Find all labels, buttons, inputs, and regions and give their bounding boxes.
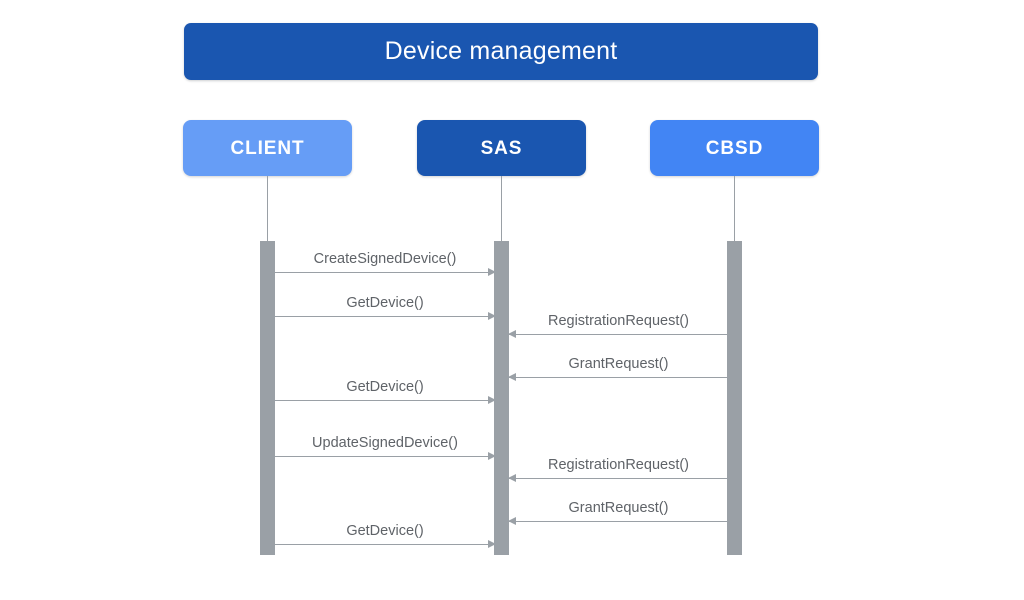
- message-line: [275, 272, 495, 273]
- actor-label-client: CLIENT: [230, 137, 305, 159]
- message-label: RegistrationRequest(): [547, 312, 690, 329]
- message-get-device-1[interactable]: GetDevice(): [275, 295, 496, 320]
- arrow-left-icon: [508, 517, 516, 525]
- arrow-left-icon: [508, 373, 516, 381]
- arrow-right-icon: [488, 312, 496, 320]
- actor-label-cbsd: CBSD: [705, 137, 764, 159]
- arrow-right-icon: [488, 540, 496, 548]
- message-grant-request-2[interactable]: GrantRequest(): [508, 500, 728, 525]
- actor-header-cbsd[interactable]: CBSD: [650, 120, 819, 176]
- message-label: RegistrationRequest(): [547, 456, 690, 473]
- diagram-title-bar: Device management: [184, 23, 818, 80]
- actor-label-sas: SAS: [480, 137, 523, 159]
- activation-bar-client: [260, 241, 275, 555]
- message-label: GrantRequest(): [568, 355, 669, 372]
- message-line: [509, 521, 728, 522]
- message-label: UpdateSignedDevice(): [312, 434, 458, 451]
- message-label: GetDevice(): [346, 522, 424, 539]
- lifeline-client: [267, 176, 268, 242]
- activation-bar-sas: [494, 241, 509, 555]
- arrow-left-icon: [508, 474, 516, 482]
- message-registration-request-2[interactable]: RegistrationRequest(): [508, 457, 728, 482]
- message-get-device-2[interactable]: GetDevice(): [275, 379, 496, 404]
- message-line: [509, 377, 728, 378]
- lifeline-cbsd: [734, 176, 735, 242]
- message-label: GrantRequest(): [568, 499, 669, 516]
- arrow-right-icon: [488, 452, 496, 460]
- arrow-left-icon: [508, 330, 516, 338]
- message-line: [275, 400, 495, 401]
- activation-bar-cbsd: [727, 241, 742, 555]
- message-line: [509, 478, 728, 479]
- actor-header-client[interactable]: CLIENT: [183, 120, 352, 176]
- arrow-right-icon: [488, 396, 496, 404]
- message-line: [509, 334, 728, 335]
- page-title: Device management: [384, 37, 618, 65]
- message-update-signed-device[interactable]: UpdateSignedDevice(): [275, 435, 496, 460]
- message-line: [275, 544, 495, 545]
- message-registration-request-1[interactable]: RegistrationRequest(): [508, 313, 728, 338]
- message-line: [275, 316, 495, 317]
- message-label: GetDevice(): [346, 378, 424, 395]
- message-create-signed-device[interactable]: CreateSignedDevice(): [275, 251, 496, 276]
- arrow-right-icon: [488, 268, 496, 276]
- message-line: [275, 456, 495, 457]
- actor-header-sas[interactable]: SAS: [417, 120, 586, 176]
- message-grant-request-1[interactable]: GrantRequest(): [508, 356, 728, 381]
- message-get-device-3[interactable]: GetDevice(): [275, 523, 496, 548]
- lifeline-sas: [501, 176, 502, 242]
- message-label: CreateSignedDevice(): [313, 250, 457, 267]
- message-label: GetDevice(): [346, 294, 424, 311]
